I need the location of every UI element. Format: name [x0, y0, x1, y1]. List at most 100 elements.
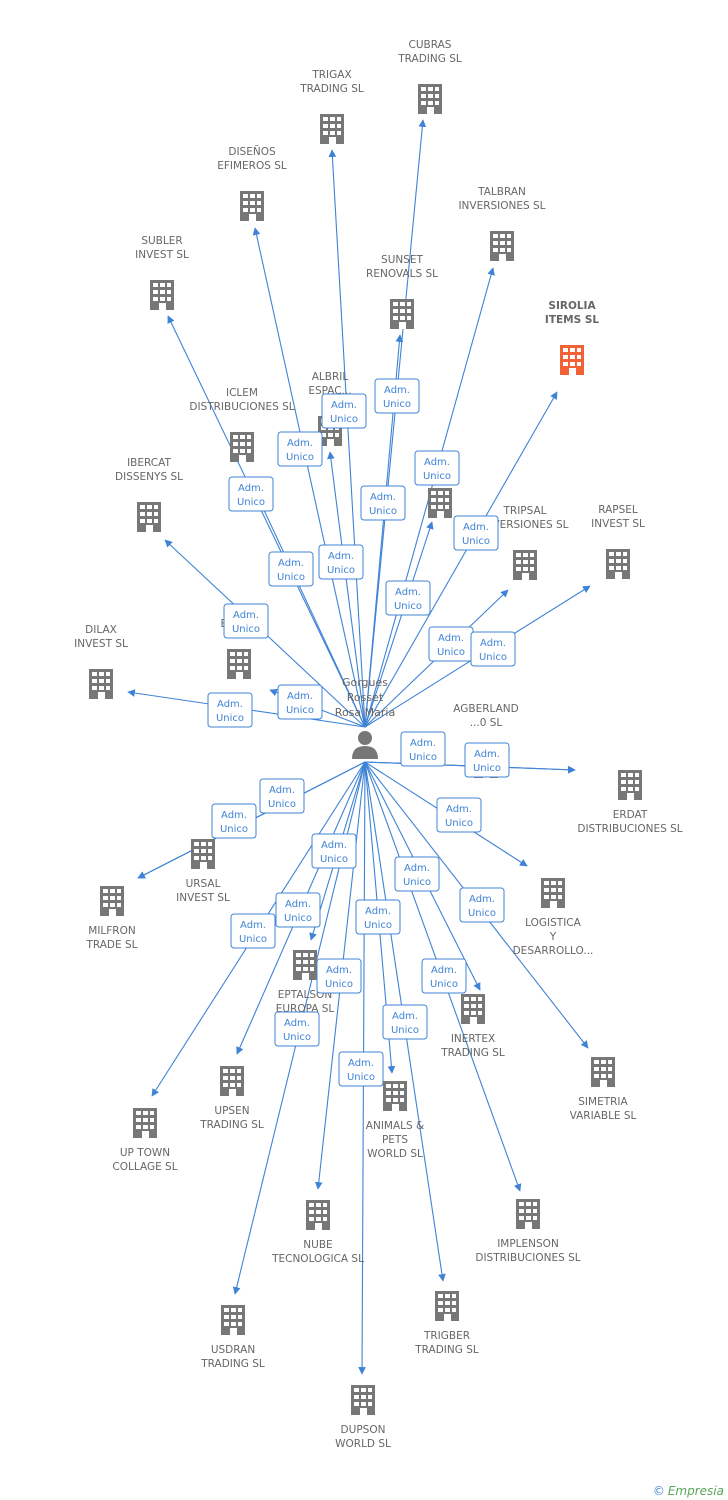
svg-text:Unico: Unico [220, 824, 248, 835]
edge-subler [167, 315, 366, 728]
svg-text:Adm.: Adm. [431, 965, 457, 976]
svg-text:Unico: Unico [325, 979, 353, 990]
svg-text:Unico: Unico [284, 913, 312, 924]
role-badge-logistica: Adm. Unico [436, 797, 482, 833]
svg-text:Adm.: Adm. [480, 638, 506, 649]
role-badge-dilax: Adm.Unico [207, 692, 253, 728]
svg-text:Adm.: Adm. [285, 899, 311, 910]
svg-text:Adm.: Adm. [287, 438, 313, 449]
svg-text:Adm.: Adm. [384, 385, 410, 396]
role-badge-iclem: Adm.Unico [268, 551, 314, 587]
svg-text:Adm.: Adm. [331, 400, 357, 411]
svg-text:Unico: Unico [268, 799, 296, 810]
svg-text:Unico: Unico [330, 414, 358, 425]
svg-text:Adm.: Adm. [348, 1058, 374, 1069]
svg-text:Unico: Unico [369, 506, 397, 517]
role-badge-milfron: Adm. Unico [259, 778, 305, 814]
building-icon [293, 950, 317, 980]
role-badge-albril: Adm. Unico [318, 544, 364, 580]
building-icon [100, 886, 124, 916]
building-icon [230, 432, 254, 462]
building-icon [390, 299, 414, 329]
svg-text:Adm.: Adm. [446, 804, 472, 815]
edge-trigax [328, 149, 366, 728]
company-name: AGBERLAND...0 SL [453, 703, 518, 729]
svg-text:Adm.: Adm. [395, 587, 421, 598]
edge-sirolia [364, 391, 558, 728]
svg-text:Unico: Unico [445, 818, 473, 829]
svg-text:Unico: Unico [403, 877, 431, 888]
svg-text:Unico: Unico [327, 565, 355, 576]
building-icon [191, 839, 215, 869]
svg-text:Unico: Unico [286, 705, 314, 716]
svg-text:Adm.: Adm. [410, 738, 436, 749]
role-badge-cubras: Adm.Unico [374, 378, 420, 414]
svg-text:Adm.: Adm. [284, 1018, 310, 1029]
svg-text:Adm.: Adm. [233, 610, 259, 621]
role-badge-tripsal: Adm.Unico [428, 626, 474, 662]
svg-text:Adm.: Adm. [221, 810, 247, 821]
building-icon [351, 1385, 375, 1415]
building-icon [306, 1200, 330, 1230]
footer-brand[interactable]: ©Empresia [653, 1484, 724, 1498]
svg-text:Unico: Unico [237, 497, 265, 508]
role-badge-subler: Adm.Unico [228, 476, 274, 512]
svg-text:Adm.: Adm. [438, 633, 464, 644]
company-node-agberland[interactable]: AGBERLAND...0 SL [453, 703, 519, 778]
svg-text:Adm.: Adm. [328, 551, 354, 562]
svg-text:Adm.: Adm. [269, 785, 295, 796]
svg-text:Unico: Unico [473, 763, 501, 774]
svg-text:Unico: Unico [286, 452, 314, 463]
building-icon [227, 649, 251, 679]
svg-text:Unico: Unico [394, 601, 422, 612]
role-badge-ibercat: Adm.Unico [223, 603, 269, 639]
building-icon [461, 994, 485, 1024]
svg-text:Unico: Unico [430, 979, 458, 990]
building-icon [428, 488, 452, 518]
building-icon [133, 1108, 157, 1138]
building-icon [606, 549, 630, 579]
role-badge-eptalson: Adm.Unico [311, 833, 357, 869]
